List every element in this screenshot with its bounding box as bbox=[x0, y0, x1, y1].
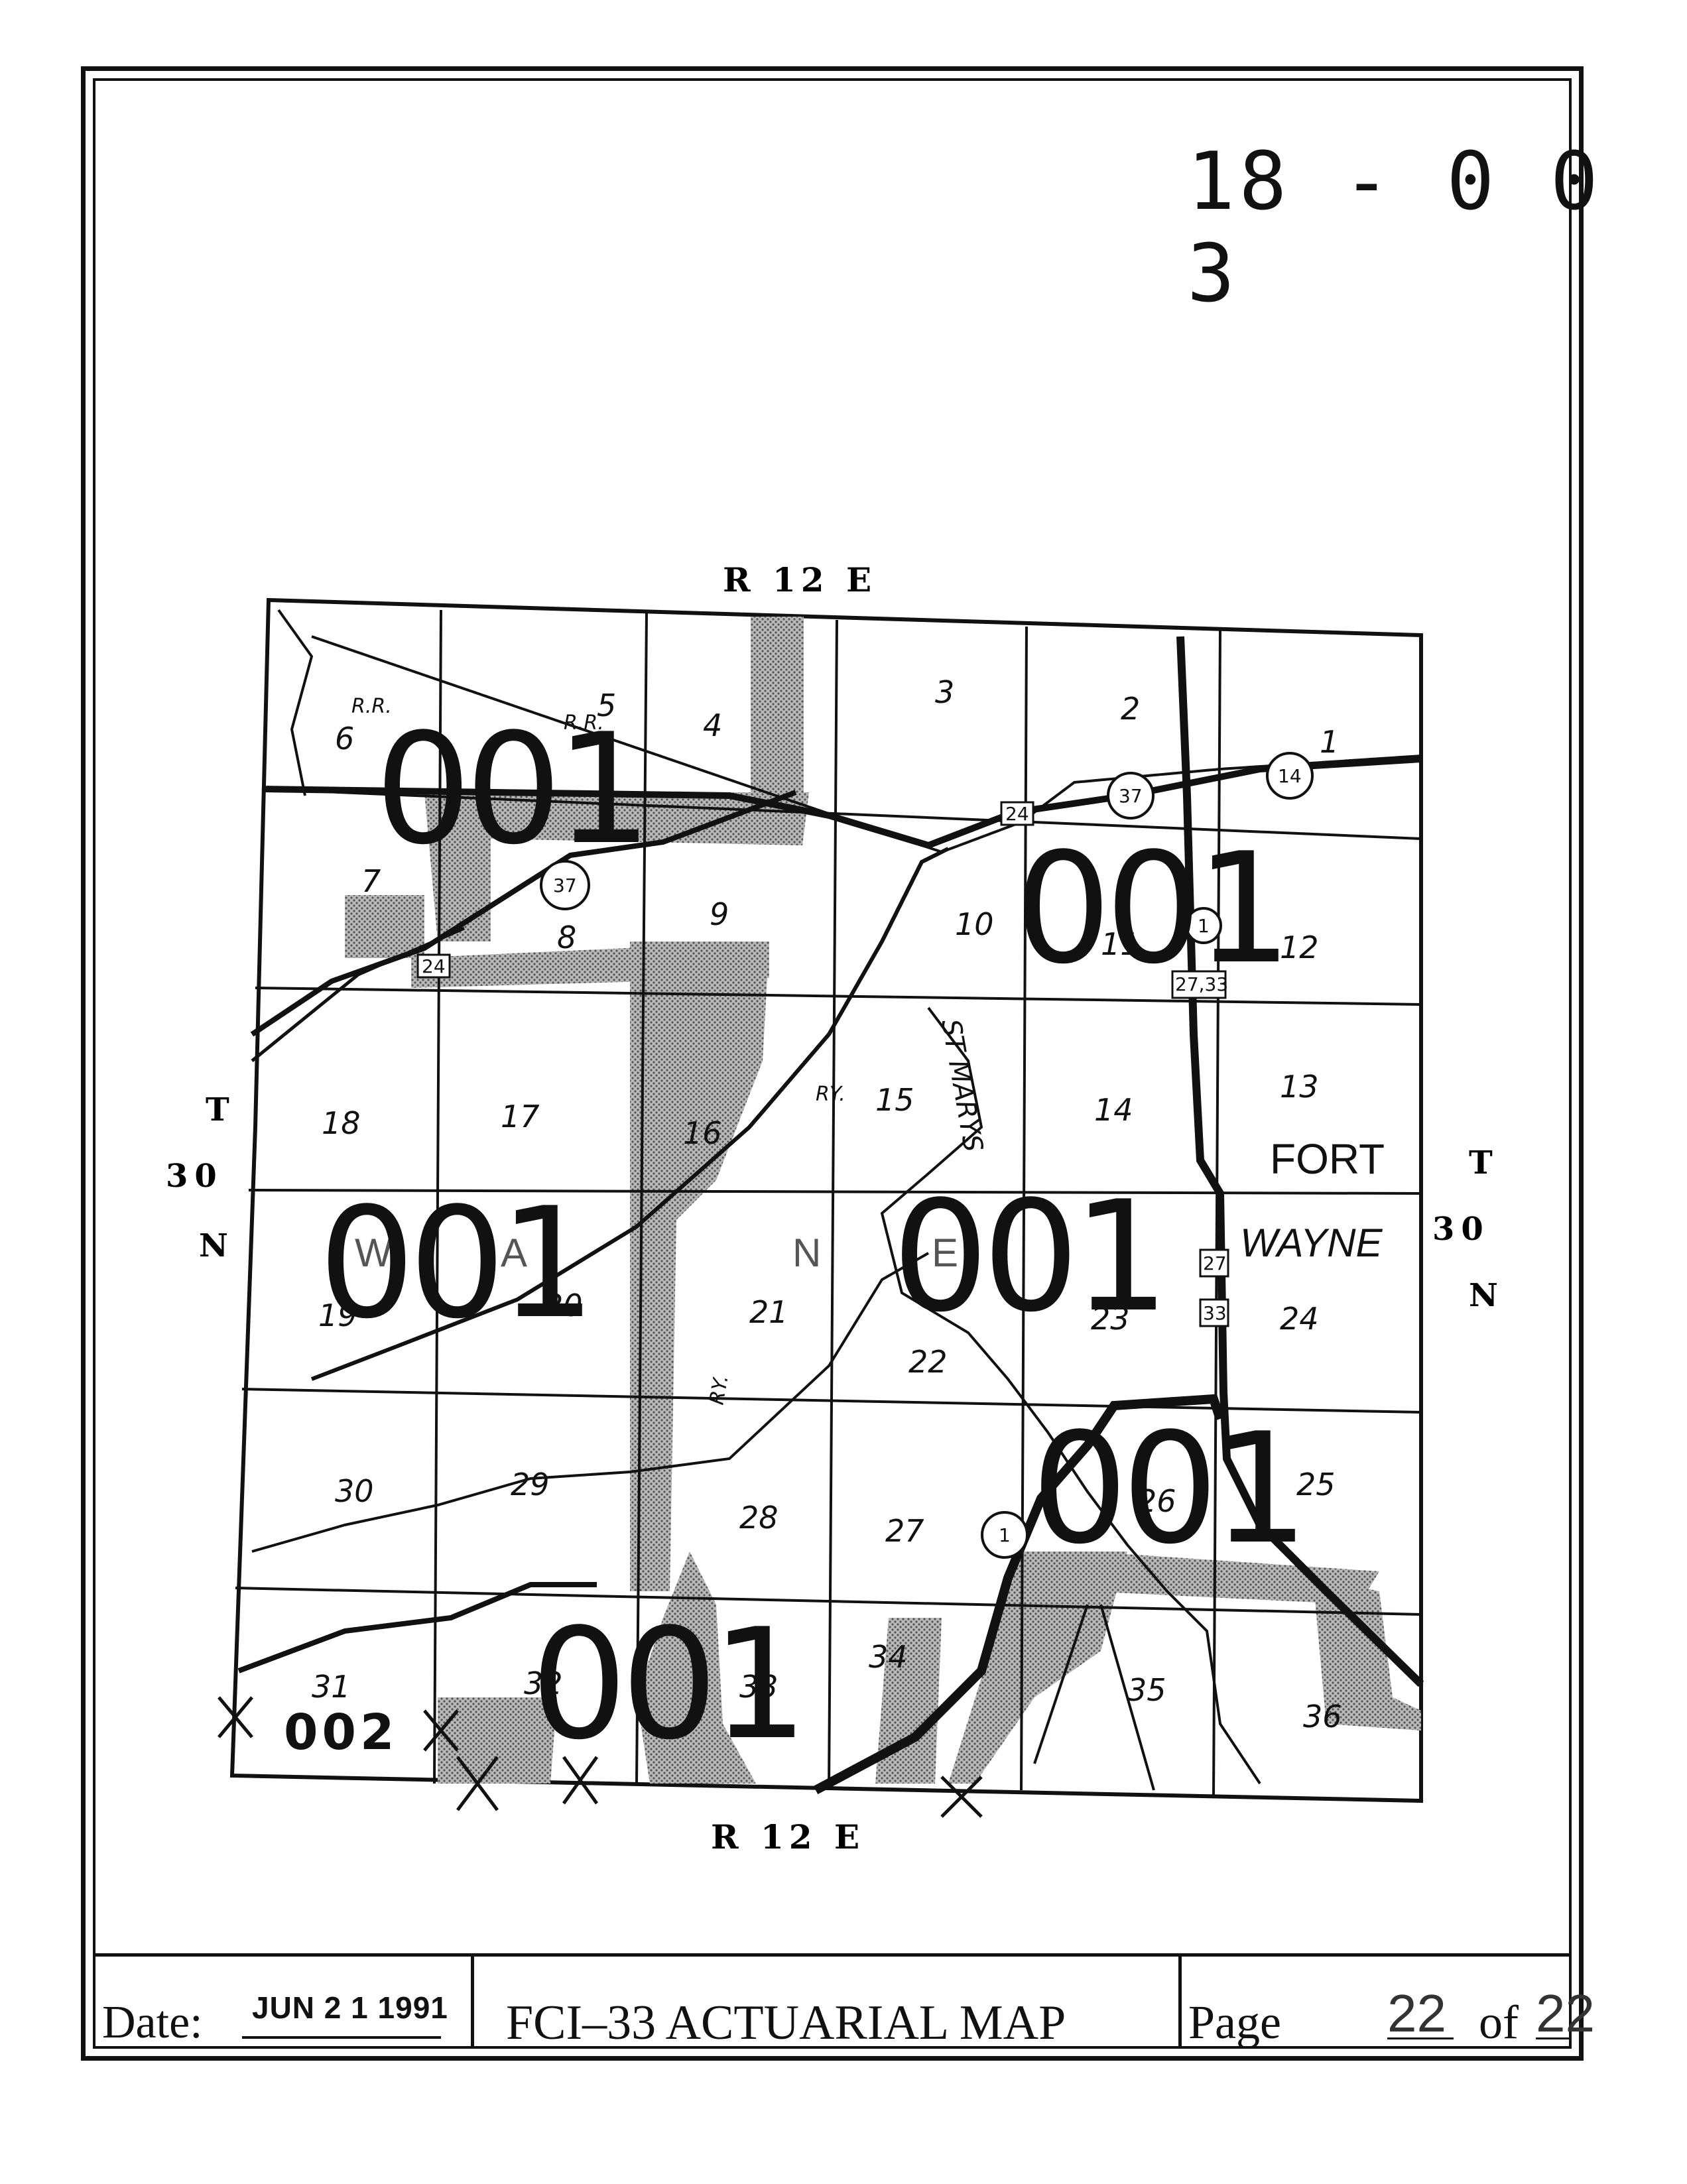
page-total-underline bbox=[1536, 2037, 1569, 2039]
zone-label: 002 bbox=[284, 1704, 398, 1761]
section-number: 30 bbox=[335, 1473, 374, 1509]
section-number: 7 bbox=[361, 863, 381, 899]
section-number: 2 bbox=[1121, 691, 1140, 727]
road-marker-label: 27,33 bbox=[1175, 973, 1228, 995]
road-marker-label: 14 bbox=[1278, 765, 1302, 787]
title-cell: FCI–33 ACTUARIAL MAP bbox=[474, 1957, 1182, 2050]
section-number: 17 bbox=[501, 1099, 540, 1134]
section-number: 12 bbox=[1280, 930, 1319, 965]
section-numbers: 6 5 4 3 2 1 7 8 9 10 11 12 18 17 16 15 1… bbox=[312, 674, 1342, 1734]
township-label-right: T 30 N bbox=[1432, 1144, 1498, 1314]
place-label: E bbox=[932, 1231, 958, 1275]
township-right-2: N bbox=[1469, 1277, 1498, 1314]
outer-border bbox=[81, 66, 1584, 2061]
section-number: 20 bbox=[544, 1288, 583, 1323]
zone-label: 001 bbox=[1015, 821, 1286, 998]
page-of-label: of bbox=[1479, 1996, 1519, 2049]
range-label-bottom: R 12 E bbox=[711, 1817, 865, 1856]
section-number: 21 bbox=[749, 1294, 788, 1330]
place-label: A bbox=[501, 1231, 527, 1275]
zone-label: 001 bbox=[375, 701, 646, 879]
feature-label: R.R. bbox=[351, 695, 392, 718]
place-label: FORT bbox=[1270, 1135, 1385, 1183]
section-number: 1 bbox=[1320, 724, 1339, 760]
section-number: 31 bbox=[312, 1669, 351, 1705]
section-number: 6 bbox=[335, 721, 354, 757]
place-labels: FORT WAYNE W A N E bbox=[355, 1135, 1385, 1275]
section-number: 23 bbox=[1091, 1301, 1130, 1337]
section-number: 29 bbox=[511, 1467, 550, 1502]
shaded-zones bbox=[345, 617, 1421, 1784]
section-number: 3 bbox=[935, 674, 954, 710]
zone-label: 001 bbox=[892, 1169, 1163, 1346]
range-label-top: R 12 E bbox=[723, 560, 877, 599]
section-number: 11 bbox=[1101, 926, 1140, 962]
section-number: 35 bbox=[1127, 1672, 1166, 1708]
section-number: 36 bbox=[1303, 1699, 1342, 1734]
date-underline bbox=[242, 2036, 441, 2039]
map-title: FCI–33 ACTUARIAL MAP bbox=[506, 1996, 1066, 2050]
road-marker-label: 24 bbox=[422, 955, 446, 977]
section-number: 22 bbox=[908, 1344, 948, 1380]
section-number: 9 bbox=[710, 896, 729, 932]
page-current: 22 bbox=[1387, 1984, 1446, 2043]
section-number: 32 bbox=[524, 1666, 563, 1701]
feature-label: RY. bbox=[705, 1373, 733, 1406]
page-current-underline bbox=[1387, 2037, 1454, 2039]
place-label: N bbox=[792, 1231, 821, 1275]
place-label: W bbox=[355, 1231, 393, 1275]
feature-label: ST MARYS bbox=[935, 1017, 988, 1154]
section-number: 15 bbox=[875, 1082, 914, 1118]
date-cell: Date: JUN 2 1 1991 bbox=[93, 1957, 474, 2049]
road-marker-label: 37 bbox=[1119, 785, 1143, 807]
section-number: 28 bbox=[739, 1500, 779, 1536]
road-marker-label: 37 bbox=[553, 875, 577, 896]
place-label: WAYNE bbox=[1240, 1221, 1383, 1265]
inner-border bbox=[93, 78, 1572, 2049]
road-marker-label: 27 bbox=[1203, 1252, 1227, 1274]
road-marker-label: 33 bbox=[1203, 1302, 1227, 1324]
page-label: Page bbox=[1188, 1996, 1281, 2049]
page-total: 22 bbox=[1536, 1984, 1595, 2043]
section-number: 8 bbox=[557, 920, 576, 955]
section-number: 16 bbox=[683, 1115, 722, 1151]
road-marker-label: 1 bbox=[1198, 915, 1210, 937]
map-footer: Date: JUN 2 1 1991 FCI–33 ACTUARIAL MAP … bbox=[93, 1953, 1595, 2050]
zone-label: 001 bbox=[1031, 1401, 1302, 1578]
section-number: 4 bbox=[703, 707, 722, 743]
township-label-left: T 30 N bbox=[166, 1091, 229, 1264]
township-right-1: 30 bbox=[1432, 1211, 1490, 1248]
section-number: 26 bbox=[1137, 1483, 1176, 1519]
section-number: 24 bbox=[1280, 1301, 1319, 1337]
township-left-1: 30 bbox=[166, 1158, 223, 1195]
feature-label: RY. bbox=[816, 1083, 845, 1106]
map-code: 18 - 0 0 3 bbox=[1187, 136, 1602, 320]
section-number: 33 bbox=[739, 1669, 779, 1705]
zone-label: 001 bbox=[318, 1176, 590, 1353]
section-number: 18 bbox=[322, 1105, 361, 1141]
zone-labels: 001 001 001 001 001 001 002 bbox=[284, 701, 1309, 1774]
zone-label: 001 bbox=[531, 1597, 802, 1774]
section-number: 13 bbox=[1280, 1069, 1319, 1105]
road-markers: 14 37 37 24 24 1 1 27,33 27 33 bbox=[416, 752, 1314, 1559]
township-left-2: N bbox=[199, 1227, 228, 1264]
section-number: 34 bbox=[869, 1639, 908, 1675]
township-left-0: T bbox=[206, 1091, 229, 1128]
date-stamp: JUN 2 1 1991 bbox=[252, 1990, 448, 2025]
section-number: 10 bbox=[955, 906, 994, 942]
section-number: 14 bbox=[1094, 1092, 1133, 1128]
section-number: 19 bbox=[318, 1298, 357, 1333]
road-marker-label: 24 bbox=[1005, 803, 1029, 825]
date-label: Date: bbox=[102, 1997, 203, 2048]
section-number: 27 bbox=[885, 1513, 924, 1549]
township-right-0: T bbox=[1469, 1144, 1493, 1182]
boundary-x-marks bbox=[218, 1696, 983, 1818]
section-number: 25 bbox=[1296, 1467, 1336, 1502]
road-marker-label: 1 bbox=[999, 1524, 1011, 1546]
feature-label: R.R. bbox=[564, 711, 604, 735]
section-number: 5 bbox=[597, 688, 616, 723]
page-cell: Page 22 of 22 bbox=[1182, 1957, 1595, 2049]
